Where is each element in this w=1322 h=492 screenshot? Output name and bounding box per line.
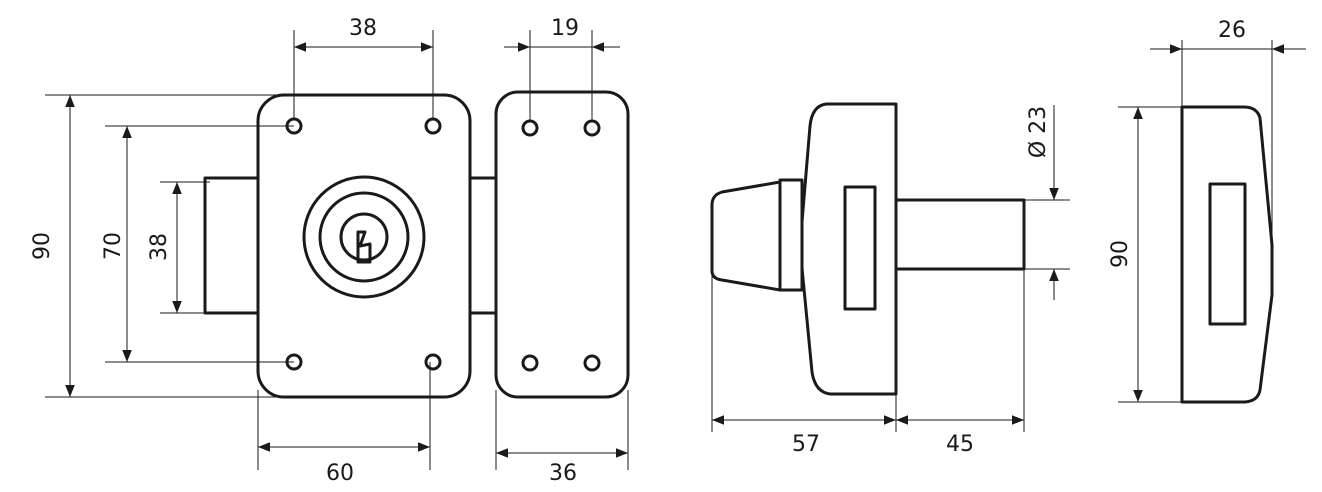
- dim-hole-spacing-height: 70: [101, 232, 126, 260]
- strike-plate: [494, 90, 630, 399]
- side-view: 57 45 Ø 23: [710, 102, 1070, 457]
- front-dimension-lines: [65, 42, 628, 458]
- end-slot: [1208, 182, 1247, 326]
- dim-strike-hole-spacing-width: 19: [551, 16, 579, 41]
- lock-case: [256, 93, 472, 399]
- dim-end-view-depth: 26: [1218, 18, 1246, 43]
- cylinder-knob: [710, 180, 782, 292]
- dim-front-hole-spacing-width: 38: [349, 16, 377, 41]
- side-extension-lines: [711, 199, 1070, 432]
- bolt-connector: [468, 176, 498, 315]
- keyhole: [356, 230, 372, 264]
- dim-bolt-diameter: Ø 23: [1026, 106, 1051, 158]
- screw-hole: [424, 353, 442, 371]
- dim-overall-height: 90: [30, 232, 55, 260]
- bolt-slot: [843, 185, 877, 311]
- key-cylinder: [302, 175, 426, 299]
- screw-hole: [583, 119, 601, 137]
- dim-case-width: 60: [326, 461, 354, 486]
- dim-cylinder-length: 57: [792, 432, 820, 457]
- end-view: 26 90: [1108, 18, 1306, 404]
- screw-hole: [424, 117, 442, 135]
- end-extension-lines: [1118, 40, 1273, 403]
- screw-hole: [583, 354, 601, 372]
- dim-bolt-height: 38: [147, 233, 172, 261]
- end-body: [1180, 105, 1274, 404]
- screw-hole: [521, 119, 539, 137]
- front-view: 38 19 90 70 38 60 36: [30, 16, 630, 486]
- bolt-left: [203, 176, 260, 315]
- strike-screw-holes: [521, 119, 601, 372]
- screw-hole: [521, 354, 539, 372]
- dim-bolt-throw: 45: [946, 432, 974, 457]
- side-dimension-lines: [712, 105, 1059, 425]
- dim-strike-width: 36: [549, 461, 577, 486]
- dim-end-view-height: 90: [1108, 240, 1133, 268]
- bolt-side: [894, 198, 1026, 271]
- end-dimension-lines: [1133, 44, 1306, 402]
- lock-body-profile: [800, 102, 898, 396]
- cylinder-collar: [778, 178, 804, 292]
